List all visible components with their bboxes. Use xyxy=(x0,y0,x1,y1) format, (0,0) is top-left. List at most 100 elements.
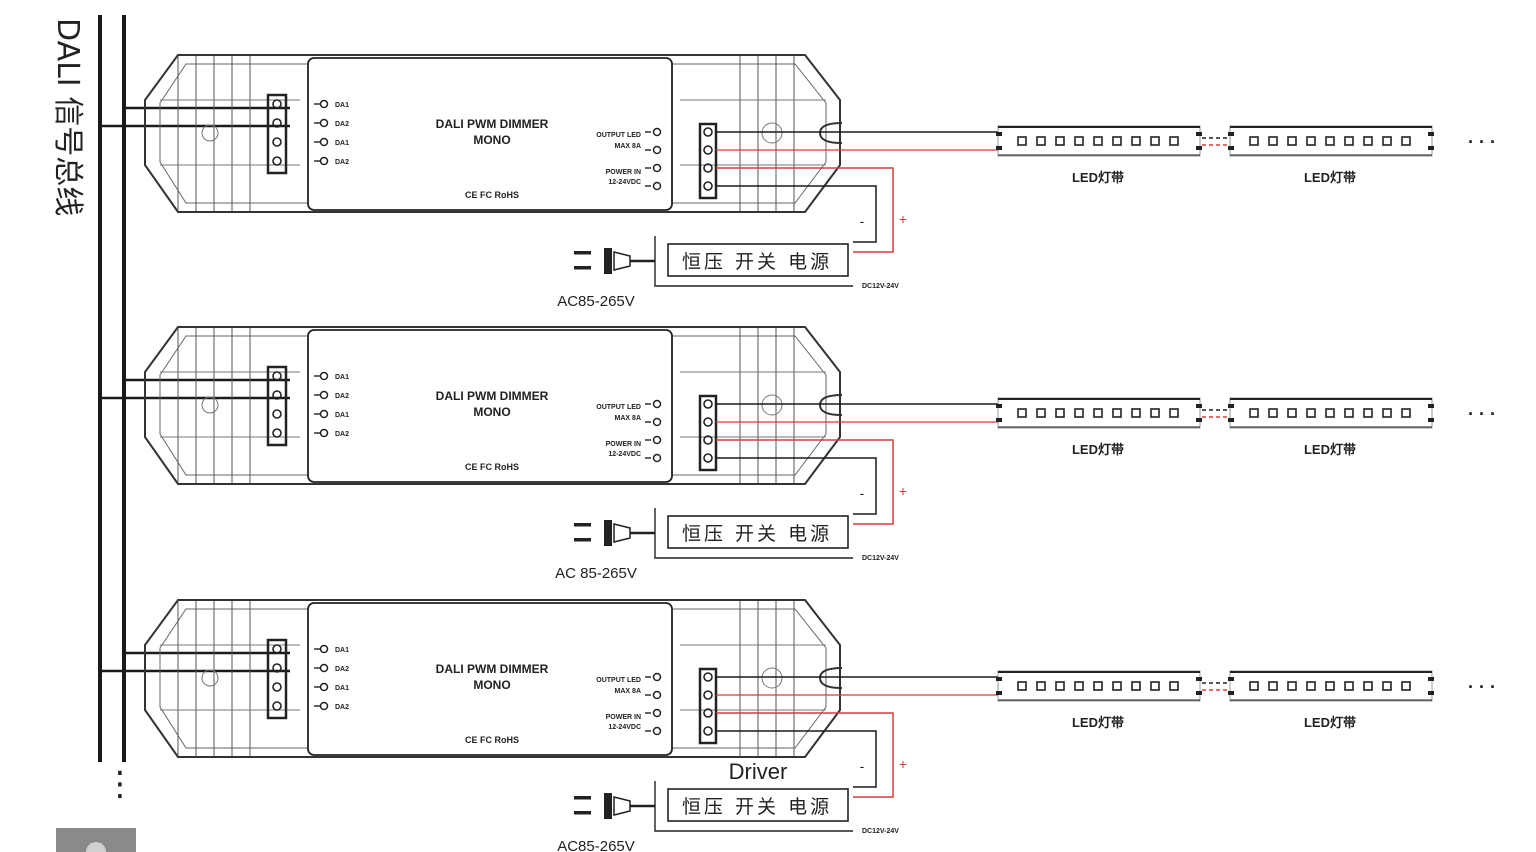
input-label: DA2 xyxy=(335,431,349,438)
input-pin xyxy=(319,137,329,147)
plug-body xyxy=(613,796,631,816)
dc-plus-sign: + xyxy=(899,483,907,499)
power-wire-minus xyxy=(716,730,877,788)
strip-pad xyxy=(996,418,1002,422)
output-pin xyxy=(652,435,662,445)
output-terminal-screw xyxy=(703,145,713,155)
dc-minus-sign: - xyxy=(860,758,865,774)
cert-marks: CE FC RoHS xyxy=(465,735,519,745)
led-chip xyxy=(1093,681,1103,691)
led-chip xyxy=(1344,136,1354,146)
strip-pad xyxy=(1196,404,1202,408)
strip-pad xyxy=(1196,677,1202,681)
led-chip xyxy=(1169,681,1179,691)
screw-hole-right xyxy=(761,394,783,416)
output-terminal-block xyxy=(698,667,718,745)
output-pin xyxy=(652,163,662,173)
strip-pad xyxy=(1228,418,1234,422)
led-chip xyxy=(1306,408,1316,418)
input-terminal-screw xyxy=(272,644,282,654)
psu-box xyxy=(667,515,849,549)
output-terminal-screw xyxy=(703,726,713,736)
input-terminal-screw xyxy=(272,99,282,109)
strip-continues: · · · xyxy=(1468,404,1496,424)
strip-pad xyxy=(1196,146,1202,150)
ac-input-label: AC85-265V xyxy=(557,838,635,852)
input-terminal-screw xyxy=(272,390,282,400)
ac-input-label: AC 85-265V xyxy=(555,565,637,582)
input-pin xyxy=(319,118,329,128)
plug-prong-bottom xyxy=(574,538,591,542)
strip-continues: · · · xyxy=(1468,677,1496,697)
power-in-label: POWER IN xyxy=(606,169,641,176)
led-chip xyxy=(1150,136,1160,146)
strip-pad xyxy=(996,677,1002,681)
led-strip-label: LED灯带 xyxy=(1304,170,1356,185)
screw-hole-left xyxy=(201,396,219,414)
led-chip xyxy=(1074,408,1084,418)
input-label: DA2 xyxy=(335,159,349,166)
led-chip xyxy=(1268,408,1278,418)
dimmer-mode: MONO xyxy=(473,133,510,147)
output-terminal-screw xyxy=(703,435,713,445)
input-terminal-screw xyxy=(272,156,282,166)
cert-marks: CE FC RoHS xyxy=(465,462,519,472)
label-panel xyxy=(307,57,673,211)
dc-output-label: DC12V-24V xyxy=(862,828,899,835)
led-chip xyxy=(1363,136,1373,146)
led-chip xyxy=(1112,408,1122,418)
led-chip xyxy=(1074,681,1084,691)
strip-pad xyxy=(996,146,1002,150)
plug-head-icon xyxy=(604,793,612,819)
led-chip xyxy=(1325,681,1335,691)
led-chip xyxy=(1055,681,1065,691)
cert-marks: CE FC RoHS xyxy=(465,190,519,200)
strip-pad xyxy=(1428,132,1434,136)
strip-pad xyxy=(1228,132,1234,136)
input-label: DA1 xyxy=(335,412,349,419)
led-chip xyxy=(1344,681,1354,691)
input-pin xyxy=(319,156,329,166)
output-pin xyxy=(652,417,662,427)
plug-prong-bottom xyxy=(574,811,591,815)
input-label: DA1 xyxy=(335,374,349,381)
led-chip xyxy=(1382,136,1392,146)
power-in-label: POWER IN xyxy=(606,441,641,448)
dimmer-model: DALI PWM DIMMER xyxy=(436,117,549,131)
led-chip xyxy=(1363,681,1373,691)
input-terminal-screw xyxy=(272,371,282,381)
input-pin xyxy=(319,371,329,381)
input-terminal-block xyxy=(266,365,288,447)
led-chip xyxy=(1131,136,1141,146)
psu-box xyxy=(667,243,849,277)
power-wire-plus xyxy=(716,712,894,798)
output-pin xyxy=(652,181,662,191)
dc-minus-sign: - xyxy=(860,213,865,229)
led-chip xyxy=(1287,681,1297,691)
led-chip xyxy=(1268,681,1278,691)
output-rating-label: MAX 8A xyxy=(615,415,641,422)
psu-box xyxy=(667,788,849,822)
dc-plus-sign: + xyxy=(899,756,907,772)
strip-pad xyxy=(1196,691,1202,695)
input-label: DA1 xyxy=(335,647,349,654)
plug-prong-top xyxy=(574,251,591,255)
led-chip xyxy=(1382,408,1392,418)
led-chip xyxy=(1306,136,1316,146)
power-wire-plus xyxy=(716,439,894,525)
led-strip-label: LED灯带 xyxy=(1072,442,1124,457)
plug-prong-bottom xyxy=(574,266,591,270)
driver-label: Driver xyxy=(729,759,788,784)
output-led-label: OUTPUT LED xyxy=(596,404,641,411)
led-chip xyxy=(1401,681,1411,691)
strip-pad xyxy=(1196,132,1202,136)
power-wire-minus xyxy=(716,457,877,515)
output-pin xyxy=(652,726,662,736)
psu-bracket xyxy=(654,508,853,559)
led-chip xyxy=(1169,408,1179,418)
led-chip xyxy=(1344,408,1354,418)
led-strip-label: LED灯带 xyxy=(1072,715,1124,730)
strip-pad xyxy=(996,404,1002,408)
